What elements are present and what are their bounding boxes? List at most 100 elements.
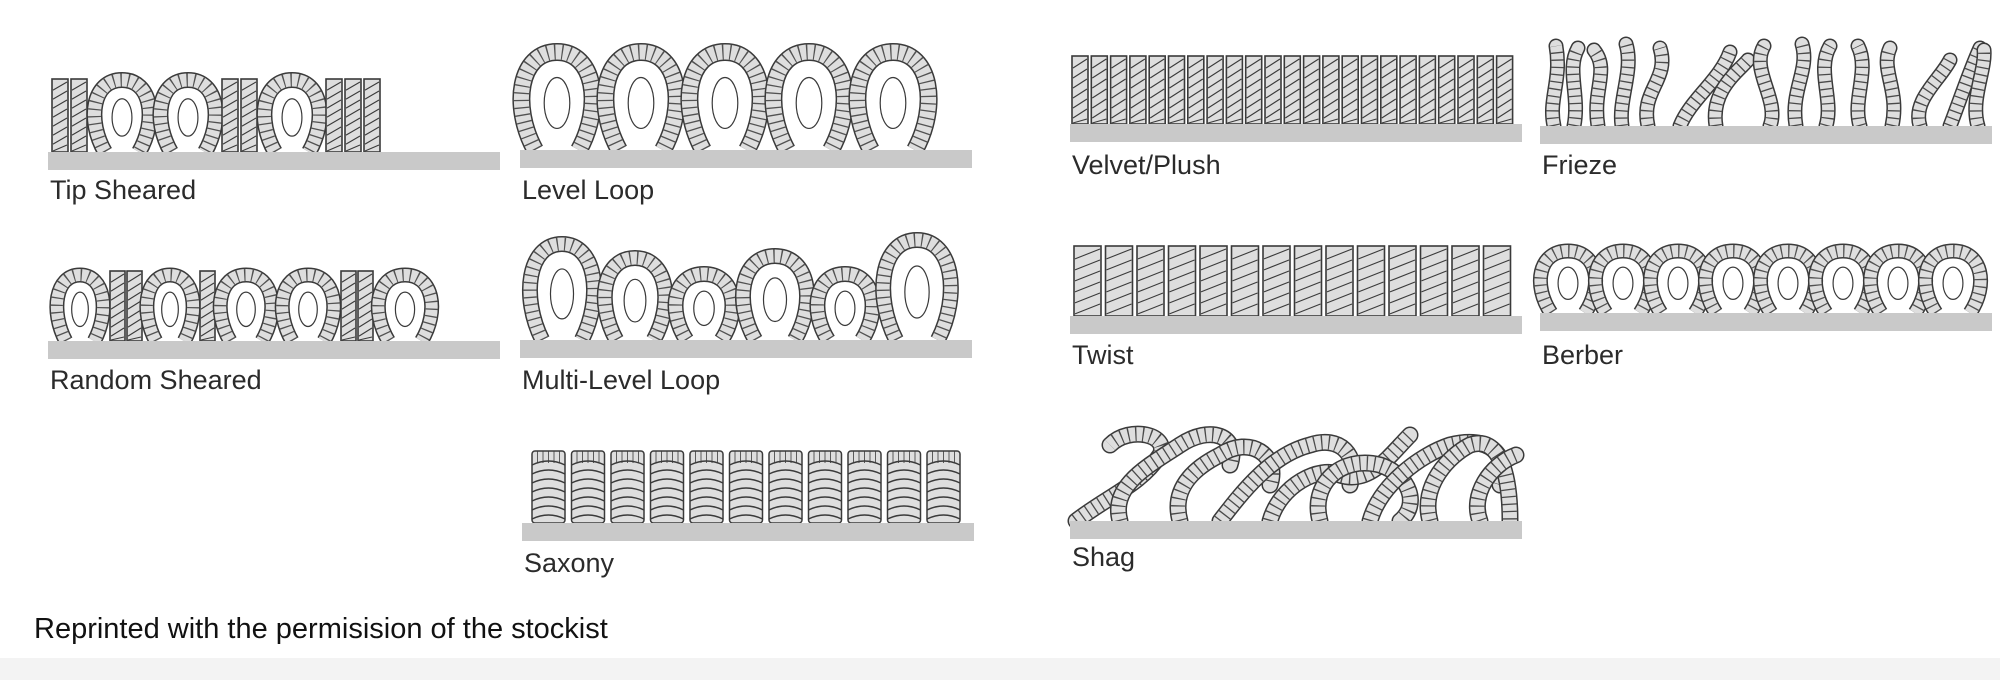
- loop-tuft: [1862, 243, 1934, 318]
- panel-level-loop: Level Loop: [512, 42, 972, 210]
- loop-tuft: [1532, 243, 1604, 318]
- loop-tuft: [49, 267, 111, 345]
- panel-velvet-plush: Velvet/Plush: [1070, 52, 1522, 187]
- loop-tuft: [139, 267, 201, 345]
- saxony-tuft: [649, 450, 685, 524]
- strand-tuft: [1850, 38, 1870, 134]
- panel-multi-level-loop: Multi-Level Loop: [520, 231, 972, 400]
- label-saxony: Saxony: [524, 548, 615, 578]
- strand-tuft: [1879, 40, 1902, 134]
- cut-tuft: [51, 78, 69, 153]
- saxony-tuft: [926, 450, 961, 524]
- loop-tuft: [667, 265, 741, 345]
- backing-strip: [522, 523, 974, 541]
- cut-tuft: [1262, 245, 1291, 317]
- cut-tuft: [344, 78, 362, 153]
- loop-tuft: [370, 267, 440, 345]
- cut-tuft: [357, 270, 374, 342]
- cut-tuft: [1495, 55, 1514, 125]
- cut-tuft: [1302, 55, 1321, 125]
- backing-strip: [48, 152, 500, 170]
- backing-strip: [1540, 126, 1992, 144]
- strand-tuft: [1968, 42, 1992, 134]
- backing-strip: [48, 341, 500, 359]
- backing-strip: [1070, 124, 1522, 142]
- cut-tuft: [363, 78, 381, 153]
- cut-tuft: [1283, 55, 1302, 125]
- cut-tuft: [1419, 245, 1449, 317]
- cut-tuft: [1225, 55, 1244, 125]
- cut-tuft: [325, 78, 343, 153]
- loop-tuft: [1752, 243, 1824, 318]
- cut-tuft: [1356, 245, 1386, 317]
- illustration-velvet-plush: [1070, 55, 1522, 142]
- illustration-saxony: [522, 450, 974, 541]
- cut-tuft: [1341, 55, 1360, 125]
- bottom-band: [0, 658, 2000, 680]
- cut-tuft: [1360, 55, 1379, 125]
- cut-tuft: [70, 78, 88, 153]
- cut-tuft: [1129, 55, 1147, 125]
- label-frieze: Frieze: [1542, 150, 1618, 180]
- loop-tuft: [522, 235, 602, 344]
- cut-tuft: [1418, 55, 1437, 125]
- backing-strip: [520, 340, 972, 358]
- strand-tuft: [1309, 454, 1419, 530]
- cut-tuft: [1437, 55, 1456, 125]
- cut-tuft: [240, 78, 258, 153]
- illustration-berber: [1532, 243, 1992, 331]
- loop-tuft: [152, 71, 224, 156]
- loop-tuft: [764, 42, 854, 155]
- cut-tuft: [1379, 55, 1398, 125]
- loop-tuft: [1642, 243, 1714, 318]
- label-berber: Berber: [1542, 340, 1624, 370]
- loop-tuft: [1917, 243, 1989, 318]
- cut-tuft: [1322, 55, 1340, 125]
- backing-strip: [1070, 521, 1522, 539]
- label-velvet-plush: Velvet/Plush: [1072, 150, 1221, 180]
- saxony-tuft: [728, 450, 764, 524]
- cut-tuft: [340, 270, 357, 342]
- loop-tuft: [1697, 243, 1769, 318]
- illustration-frieze: [1540, 36, 1992, 144]
- label-tip-sheared: Tip Sheared: [50, 175, 197, 205]
- saxony-tuft: [531, 450, 566, 524]
- loop-tuft: [735, 247, 815, 344]
- cut-tuft: [1187, 55, 1205, 125]
- saxony-tuft: [570, 450, 606, 524]
- strand-tuft: [1787, 36, 1812, 134]
- label-level-loop: Level Loop: [522, 175, 655, 205]
- cut-tuft: [221, 78, 239, 153]
- cut-tuft: [1090, 55, 1109, 125]
- cut-tuft: [1482, 245, 1512, 317]
- strand-tuft: [1816, 38, 1838, 134]
- cut-tuft: [1451, 245, 1480, 317]
- label-shag: Shag: [1072, 542, 1136, 572]
- strand-tuft: [1544, 38, 1566, 134]
- strand-tuft: [1419, 435, 1519, 530]
- label-multi-level-loop: Multi-Level Loop: [522, 365, 721, 395]
- strand-tuft: [1911, 52, 1958, 134]
- illustration-level-loop: [512, 42, 972, 168]
- panel-saxony: Saxony: [522, 445, 974, 585]
- cut-tuft: [1167, 55, 1186, 125]
- cut-tuft: [109, 270, 126, 342]
- label-random-sheared: Random Sheared: [50, 365, 262, 395]
- illustration-tip-sheared: [48, 71, 500, 170]
- cut-tuft: [1244, 55, 1263, 125]
- cut-tuft: [1199, 245, 1228, 317]
- loop-tuft: [1587, 243, 1659, 318]
- loop-tuft: [512, 42, 602, 155]
- cut-tuft: [1476, 55, 1495, 125]
- credit-line: Reprinted with the permisision of the st…: [34, 613, 608, 645]
- cut-tuft: [1388, 245, 1417, 317]
- loop-tuft: [86, 71, 158, 156]
- saxony-tuft: [807, 450, 843, 524]
- panel-twist: Twist: [1070, 240, 1522, 375]
- cut-tuft: [1264, 55, 1282, 125]
- illustration-random-sheared: [48, 267, 500, 359]
- panel-tip-sheared: Tip Sheared: [48, 55, 500, 210]
- saxony-tuft: [847, 450, 882, 524]
- illustration-multi-level-loop: [520, 231, 972, 358]
- illustration-shag: [1067, 425, 1525, 539]
